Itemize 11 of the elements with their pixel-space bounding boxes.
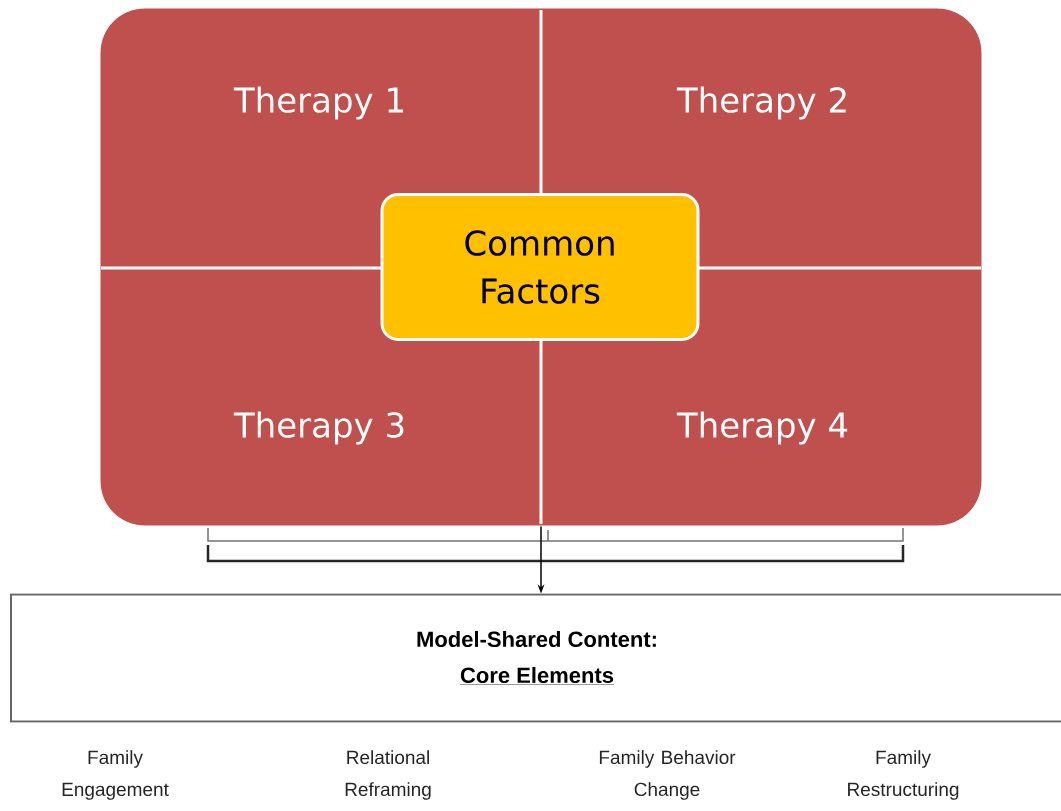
center-box: Common Factors xyxy=(380,193,700,341)
quadrant-label: Therapy 2 xyxy=(676,86,846,120)
element-label: Family Engagement xyxy=(62,750,169,800)
quadrant-label: Therapy 4 xyxy=(676,411,848,445)
quadrant-label: Therapy 1 xyxy=(233,86,403,120)
element-label: Relational Reframing xyxy=(345,750,431,800)
quadrant-label: Therapy 3 xyxy=(233,411,404,445)
element-label: Family Behavior Change xyxy=(599,750,736,800)
element-label: Family Restructuring xyxy=(848,750,959,800)
content-box: Model-Shared Content: Core Elements xyxy=(10,593,1061,723)
therapy-grid-panel xyxy=(99,7,983,527)
